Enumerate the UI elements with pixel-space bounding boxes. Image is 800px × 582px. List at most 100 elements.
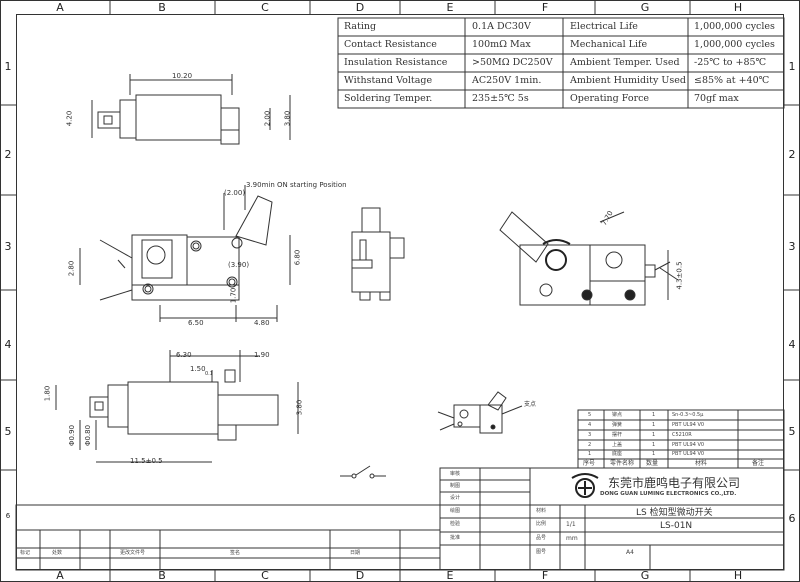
zone-col-bottom: F [541,569,549,582]
bom-cell: 5 [588,412,592,418]
spec-value: 235±5℃ 5s [472,93,529,104]
bom-cell: 2 [588,442,592,448]
title-block-label: 绘图 [450,508,461,514]
zone-row-right: 6 [788,512,796,525]
dim-label: 4.3±0.5 [675,261,684,290]
zone-row-left: 3 [4,240,12,253]
company-name-en: DONG GUAN LUMING ELECTRONICS CO.,LTD. [600,491,737,497]
bom-cell: 1 [652,422,656,428]
spec-value: 1,000,000 cycles [694,21,775,32]
zone-row-right: 4 [788,338,796,351]
zone-row-left: 5 [4,425,12,438]
bom-cell: 3 [588,432,592,438]
revision-label: 标记 [20,550,31,556]
zone-col-top: F [541,1,549,14]
dim-label: 11.5±0.5 [130,457,163,465]
bom-cell: 摆杆 [612,432,623,438]
part-number: LS-01N [660,521,693,531]
dim-label: 3.90min ON starting Position [246,181,347,189]
spec-label: Soldering Temper. [344,93,433,104]
revision-label: 日期 [350,550,361,556]
zone-col-bottom: H [733,569,743,582]
zone-col-top: C [261,1,269,14]
dim-label: (2.00) [224,189,246,197]
zone-col-top: B [158,1,166,14]
revision-label: 签名 [230,550,241,556]
dim-label: 4.20 [65,110,74,127]
title-block-label: 品号 [536,535,547,541]
bom-cell: PBT UL94 V0 [672,422,705,428]
dim-label: 0.1 [205,371,213,377]
spec-value: -25℃ to +85℃ [694,57,767,68]
bom-cell: 底座 [612,451,623,457]
dim-label: Φ0.80 [84,424,93,447]
dim-label: 2.80 [67,260,76,277]
product-name: LS 检知型微动开关 [636,508,713,518]
dim-label: 2.00 [263,110,272,127]
zone-col-bottom: G [640,569,650,582]
bom-cell: 弹簧 [612,422,623,428]
dim-label: (3.90) [228,261,250,269]
zone-row-right: 1 [788,60,796,73]
bom-header: 材料 [695,460,708,467]
bom-cell: 1 [652,442,656,448]
spec-value: 0.1A DC30V [472,21,531,32]
title-block-label: 材料 [536,508,547,514]
bom-cell: C5210R [672,432,692,438]
zone-col-top: D [355,1,365,14]
spec-value: 1,000,000 cycles [694,39,775,50]
spec-label: Rating [344,21,377,32]
zone-col-bottom: D [355,569,365,582]
bom-cell: 铆点 [612,412,623,418]
title-block-label: 检验 [450,521,461,527]
bom-header: 零件名称 [610,460,635,467]
scale-value: 1/1 [566,521,576,528]
zone-row-right: 5 [788,425,796,438]
zone-row-left: 4 [4,338,12,351]
dim-label: 1.70 [229,287,238,304]
dim-label: 3.80 [283,110,292,127]
zone-col-top: H [733,1,743,14]
dim-label: 6.30 [176,351,192,359]
bom-cell: 1 [652,412,656,418]
bom-header: 备注 [752,460,765,467]
unit-value: mm [566,535,578,542]
label-point: 支点 [524,401,537,408]
zone-row-right: 2 [788,148,796,161]
spec-label: Ambient Humidity Used [570,75,686,86]
zone-col-bottom: B [158,569,166,582]
spec-value: 100mΩ Max [472,39,531,50]
zone-row-left: 1 [4,60,12,73]
zone-col-bottom: C [261,569,269,582]
bom-cell: PBT UL94 V0 [672,451,705,457]
zone-col-bottom: E [446,569,454,582]
spec-label: Insulation Resistance [344,57,448,68]
revision-label: 更改文件号 [120,550,146,556]
sheet-size: A4 [626,549,634,556]
title-block-label: 图号 [536,549,547,555]
bom-header: 数量 [646,460,659,467]
spec-value: 70gf max [694,93,739,104]
bom-header: 序号 [583,460,596,467]
zone-col-top: E [446,1,454,14]
bom-cell: PBT UL94 V0 [672,442,705,448]
company-name-cn: 东莞市鹿鸣电子有限公司 [608,476,741,490]
logo-icon [542,239,599,498]
title-block-label: 设计 [450,495,461,501]
spec-value: >50MΩ DC250V [472,57,553,68]
dim-label: 6.50 [188,319,204,327]
spec-label: Contact Resistance [344,39,437,50]
spec-label: Operating Force [570,93,650,104]
zone-row-right: 3 [788,240,796,253]
spec-label: Withstand Voltage [344,75,433,86]
dim-label: 1.90 [254,351,270,359]
title-block-label: 批准 [450,535,461,541]
title-block-label: 制图 [450,483,461,489]
bom-cell: 1 [652,451,656,457]
dim-label: Φ0.90 [68,424,77,447]
bom-cell: Sn-0.3~0.5μ [672,412,704,418]
dim-label: 10.20 [172,72,193,80]
revision-label: 处数 [52,550,63,556]
bom-cell: 4 [588,422,592,428]
